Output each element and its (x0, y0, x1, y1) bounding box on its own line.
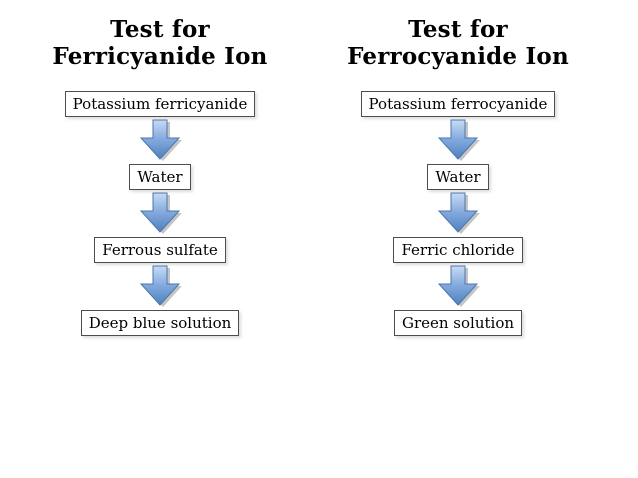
title-line-1: Test for (110, 16, 210, 43)
down-arrow-icon (139, 265, 182, 307)
title-line-1: Test for (408, 16, 508, 43)
column-title: Test for Ferricyanide Ion (52, 16, 267, 70)
flow-box-reagent-1: Potassium ferrocyanide (360, 91, 556, 117)
flow-box-solvent: Water (129, 164, 191, 190)
flow-box-reagent-2: Ferrous sulfate (94, 237, 226, 263)
column-title: Test for Ferrocyanide Ion (347, 16, 569, 70)
flow-box-solvent: Water (427, 164, 489, 190)
column-ferricyanide-test: Test for Ferricyanide Ion Potassium ferr… (52, 16, 267, 336)
flow-box-result: Deep blue solution (80, 310, 240, 336)
flow-box-reagent-1: Potassium ferricyanide (64, 91, 256, 117)
down-arrow-icon (437, 119, 480, 161)
flow-box-result: Green solution (393, 310, 523, 336)
down-arrow-icon (139, 192, 182, 234)
down-arrow-icon (139, 119, 182, 161)
title-line-2: Ferrocyanide Ion (347, 43, 569, 70)
down-arrow-icon (437, 265, 480, 307)
title-line-2: Ferricyanide Ion (52, 43, 268, 70)
flow-box-reagent-2: Ferric chloride (393, 237, 523, 263)
down-arrow-icon (437, 192, 480, 234)
column-ferrocyanide-test: Test for Ferrocyanide Ion Potassium ferr… (347, 16, 569, 336)
